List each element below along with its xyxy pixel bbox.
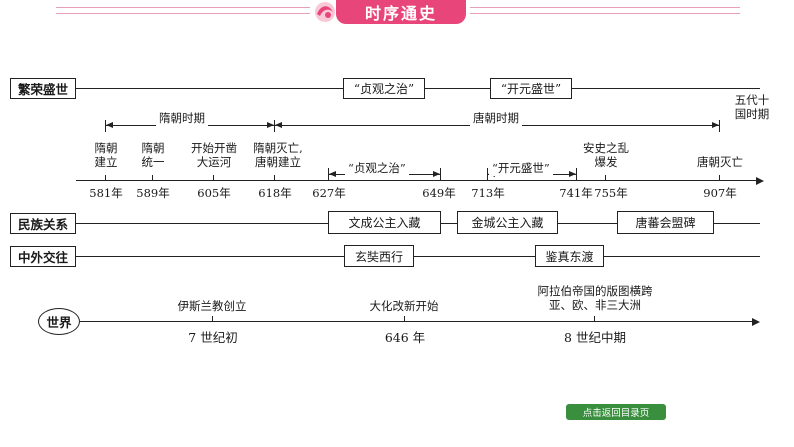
foreign-box-xuanzang: 玄奘西行 <box>344 245 414 267</box>
year-907: 907年 <box>703 186 737 200</box>
world-event-islam: 伊斯兰教创立 <box>177 299 247 313</box>
world-date-7c: 7 世纪初 <box>188 330 238 345</box>
period-bracket-907 <box>719 120 721 132</box>
main-timeline-axis <box>76 180 760 182</box>
tick-907 <box>719 175 721 180</box>
zhenguan-arrow-right <box>433 171 440 177</box>
header-line-right <box>470 7 740 8</box>
world-event-arab: 阿拉伯帝国的版图横跨 亚、欧、非三大洲 <box>537 284 653 312</box>
tick-581 <box>105 175 107 180</box>
tick-755 <box>605 175 607 180</box>
world-tick-7c <box>212 316 214 321</box>
event-tang-founded: 隋朝灭亡, 唐朝建立 <box>253 141 303 169</box>
tick-713 <box>487 175 489 180</box>
kaiyuan-period-label: “开元盛世” <box>489 160 553 176</box>
main-timeline-arrow <box>756 176 764 185</box>
world-tick-646 <box>404 316 406 321</box>
prosperity-box-kaiyuan: “开元盛世” <box>490 78 572 99</box>
year-755: 755年 <box>594 186 628 200</box>
world-date-646: 646 年 <box>384 330 426 345</box>
tick-618 <box>274 175 276 180</box>
zhenguan-bracket-left <box>328 168 330 180</box>
world-timeline-axis <box>80 321 756 323</box>
world-tick-8c <box>594 316 596 321</box>
sui-arrow-left <box>106 122 113 128</box>
tang-period-label: 唐朝时期 <box>470 110 522 126</box>
header-line-right-2 <box>470 13 740 14</box>
tick-741 <box>576 175 578 180</box>
header-decor-icon <box>312 0 338 24</box>
ethnic-box-tangfan-stele: 唐蕃会盟碑 <box>617 211 714 234</box>
tang-arrow-right <box>712 122 719 128</box>
sui-period-label: 隋朝时期 <box>156 110 208 126</box>
tick-589 <box>152 175 154 180</box>
header-title-banner: 时序通史 <box>336 0 466 24</box>
category-foreign: 中外交往 <box>10 246 76 267</box>
zhenguan-bracket-right <box>440 168 442 180</box>
five-dynasties-label: 五代十 国时期 <box>734 93 770 121</box>
event-anshi-rebellion: 安史之乱 爆发 <box>583 141 629 169</box>
kaiyuan-bracket-right <box>576 168 578 180</box>
header-line-left-2 <box>56 13 310 14</box>
world-timeline-arrow <box>752 317 760 326</box>
sui-arrow-right <box>267 122 274 128</box>
year-741: 741年 <box>559 186 593 200</box>
year-627: 627年 <box>312 186 346 200</box>
foreign-line <box>76 256 760 258</box>
category-ethnic: 民族关系 <box>10 213 76 234</box>
event-sui-founded: 隋朝 建立 <box>94 141 118 169</box>
tick-627 <box>328 175 330 180</box>
category-prosperity: 繁荣盛世 <box>10 78 76 99</box>
kaiyuan-bracket-left <box>487 168 489 180</box>
year-605: 605年 <box>197 186 231 200</box>
category-world: 世界 <box>38 308 80 335</box>
foreign-box-jianzhen: 鉴真东渡 <box>535 245 604 267</box>
event-grand-canal: 开始开凿 大运河 <box>191 141 237 169</box>
event-tang-fall: 唐朝灭亡 <box>697 155 743 169</box>
prosperity-box-zhenguan: “贞观之治” <box>343 78 425 99</box>
tick-649 <box>440 175 442 180</box>
tang-arrow-left <box>275 122 282 128</box>
kaiyuan-arrow-right <box>569 171 576 177</box>
period-bracket-618 <box>274 120 276 132</box>
period-bracket-581 <box>105 120 107 132</box>
year-589: 589年 <box>136 186 170 200</box>
year-713: 713年 <box>471 186 505 200</box>
zhenguan-arrow-left <box>329 171 336 177</box>
year-618: 618年 <box>258 186 292 200</box>
header-title: 时序通史 <box>364 4 437 23</box>
world-date-8c: 8 世纪中期 <box>564 330 626 345</box>
back-to-contents-label: 点击返回目录页 <box>582 408 650 419</box>
event-sui-unified: 隋朝 统一 <box>141 141 165 169</box>
year-581: 581年 <box>89 186 123 200</box>
year-649: 649年 <box>422 186 456 200</box>
ethnic-box-jincheng: 金城公主入藏 <box>457 211 558 234</box>
zhenguan-period-label: “贞观之治” <box>345 160 409 176</box>
tick-605 <box>213 175 215 180</box>
world-event-taika: 大化改新开始 <box>369 299 439 313</box>
header-line-left <box>56 7 310 8</box>
ethnic-box-wencheng: 文成公主入藏 <box>328 211 441 234</box>
back-to-contents-button[interactable]: 点击返回目录页 <box>566 404 666 420</box>
